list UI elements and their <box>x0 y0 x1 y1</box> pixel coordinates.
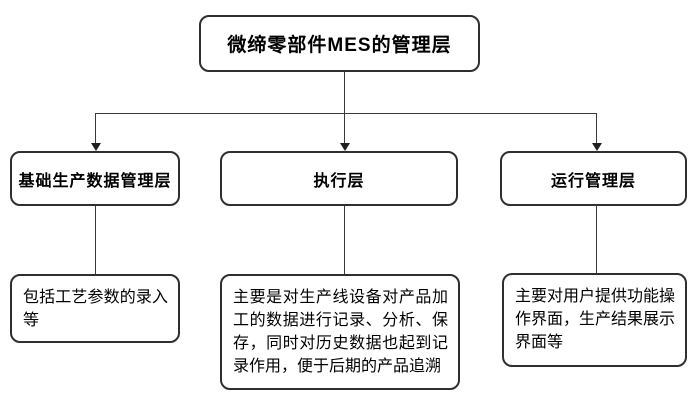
root-node-mes-management-layer: 微缔零部件MES的管理层 <box>199 15 480 72</box>
node-basic-production-data-layer-label: 基础生产数据管理层 <box>18 172 172 190</box>
desc-basic-production-data-layer-text: 包括工艺参数的录入等 <box>23 289 168 329</box>
desc-operation-management-layer: 主要对用户提供功能操作界面，生产结果展示界面等 <box>502 273 687 367</box>
desc-basic-production-data-layer: 包括工艺参数的录入等 <box>10 274 180 343</box>
connector-drop-left <box>95 113 96 144</box>
node-operation-management-layer-label: 运行管理层 <box>550 172 636 190</box>
root-node-label: 微缔零部件MES的管理层 <box>227 35 452 56</box>
arrowhead-left-icon <box>91 143 101 151</box>
connector-drop-right <box>596 113 597 144</box>
desc-execution-layer-text: 主要是对生产线设备对产品加工的数据进行记录、分析、保存，同时对历史数据也起到记录… <box>233 289 448 375</box>
connector-right-to-desc <box>596 205 597 273</box>
desc-execution-layer: 主要是对生产线设备对产品加工的数据进行记录、分析、保存，同时对历史数据也起到记录… <box>220 274 460 390</box>
node-basic-production-data-layer: 基础生产数据管理层 <box>10 151 180 206</box>
node-operation-management-layer: 运行管理层 <box>500 151 687 206</box>
arrowhead-center-icon <box>340 143 350 151</box>
connector-root-trunk <box>344 72 345 113</box>
arrowhead-right-icon <box>592 143 602 151</box>
node-execution-layer-label: 执行层 <box>313 172 365 190</box>
desc-operation-management-layer-text: 主要对用户提供功能操作界面，生产结果展示界面等 <box>515 288 676 351</box>
connector-left-to-desc <box>95 206 96 274</box>
node-execution-layer: 执行层 <box>220 151 458 206</box>
connector-horizontal-bus <box>95 113 597 114</box>
connector-center-to-desc <box>344 206 345 274</box>
connector-drop-center <box>344 113 345 144</box>
